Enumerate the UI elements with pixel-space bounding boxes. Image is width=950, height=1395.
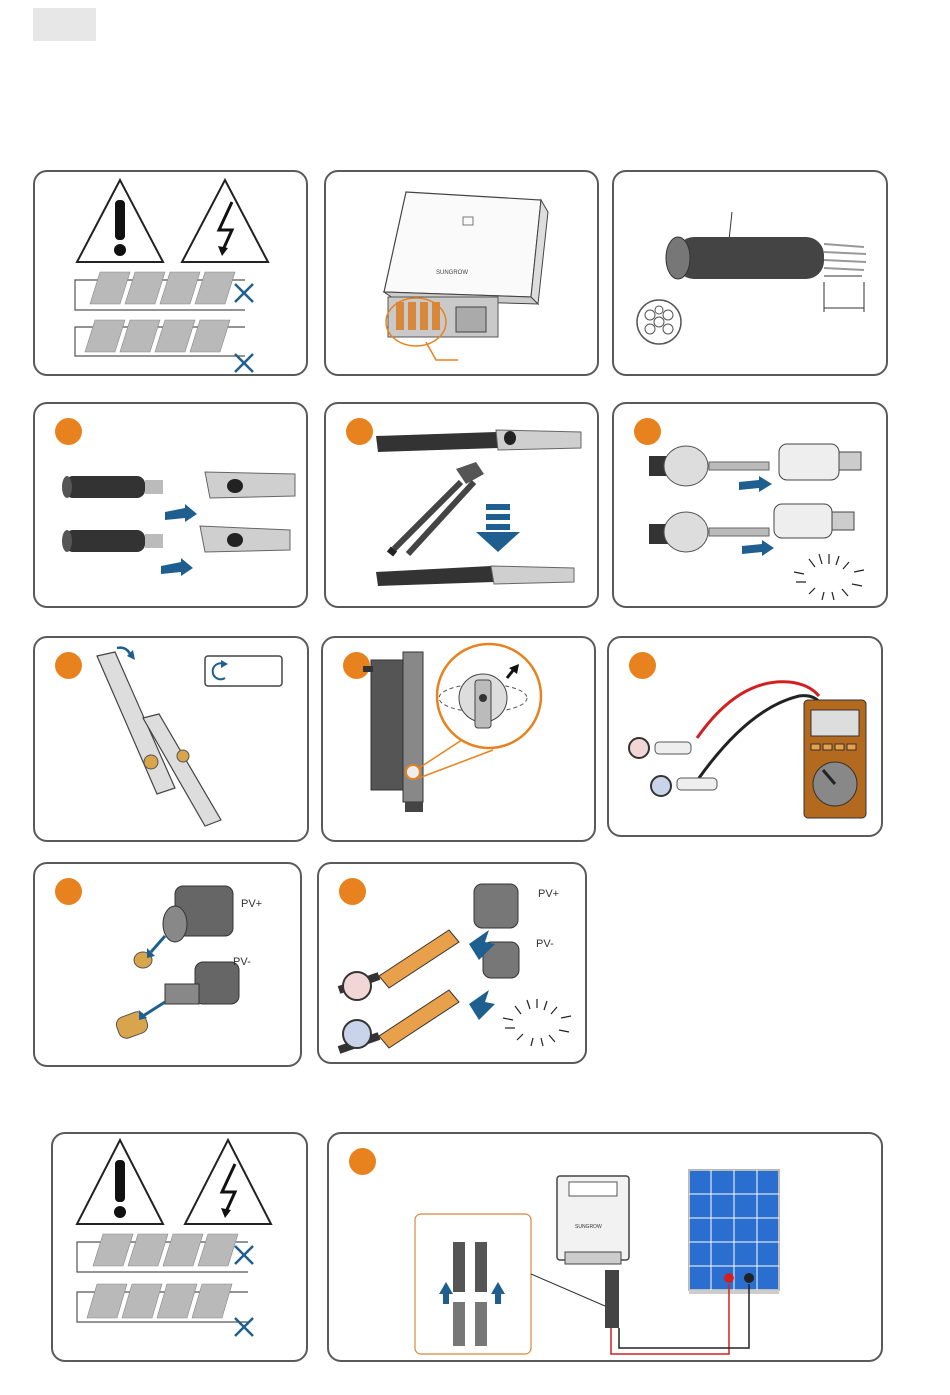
inverter-brand-label: SUNGROW — [436, 270, 468, 276]
multimeter — [804, 700, 866, 818]
pv-minus-connector — [114, 962, 239, 1040]
warning-icon — [77, 180, 163, 262]
cable-before-crimp — [376, 430, 581, 452]
high-voltage-icon — [182, 180, 268, 262]
inverter-illustration — [384, 192, 548, 360]
cross-icon — [235, 1318, 253, 1336]
crimped-cable — [376, 566, 574, 586]
high-voltage-icon — [185, 1140, 271, 1224]
connector-pair — [339, 884, 519, 1050]
panel-step-connector — [612, 402, 888, 608]
panel-warnings-top — [33, 170, 308, 376]
panel-step-remove-caps: PV+ PV- — [33, 862, 302, 1067]
header-tab — [33, 8, 96, 41]
panel-cable — [612, 170, 888, 376]
panel-step-measure — [607, 636, 883, 837]
warning-icon — [77, 1140, 163, 1224]
cross-icon — [235, 1246, 253, 1264]
panel-step-crimp — [324, 402, 599, 608]
cross-icon — [235, 354, 253, 372]
pv-minus-label: PV- — [233, 956, 251, 968]
solar-panel-icon — [75, 272, 245, 310]
solar-panel-icon — [75, 320, 245, 356]
click-sound-icon — [503, 999, 571, 1046]
down-arrow — [476, 504, 520, 552]
pv-plus-label: PV+ — [241, 898, 262, 910]
connector-assembly — [649, 444, 861, 492]
panel-step-dc-switch — [321, 636, 596, 842]
solar-panel-icon — [689, 1170, 779, 1294]
pv-plus-label: PV+ — [538, 888, 559, 900]
panel-step-connect: PV+ PV- — [317, 862, 587, 1064]
inverter-brand-label: SUNGROW — [575, 1224, 602, 1230]
spanner-tool — [97, 648, 221, 826]
solar-panel-icon — [77, 1234, 248, 1272]
connector-assembly — [649, 504, 854, 556]
pv-minus-label: PV- — [536, 938, 554, 950]
panel-step-terminals — [33, 402, 308, 608]
click-sound-icon — [794, 554, 864, 600]
inverter-side-view — [363, 652, 423, 812]
panel-step-tighten — [33, 636, 309, 842]
crimping-tool — [390, 462, 484, 554]
solar-panel-icon — [77, 1284, 248, 1322]
cross-icon — [235, 284, 253, 302]
panel-inverter: SUNGROW — [324, 170, 599, 376]
panel-step-wiring: SUNGROW — [327, 1132, 883, 1362]
inverter-front — [557, 1176, 629, 1328]
cable-with-terminal — [62, 472, 295, 522]
dc-switch-zoom — [419, 644, 541, 778]
cable-with-terminal — [62, 526, 290, 576]
rotate-icon — [205, 656, 282, 686]
pv-plus-connector — [134, 886, 233, 968]
multimeter-test-leads — [629, 682, 821, 796]
dc-cables — [611, 1284, 749, 1354]
panel-warnings-bottom — [51, 1132, 308, 1362]
pv-cable-illustration — [637, 212, 866, 344]
